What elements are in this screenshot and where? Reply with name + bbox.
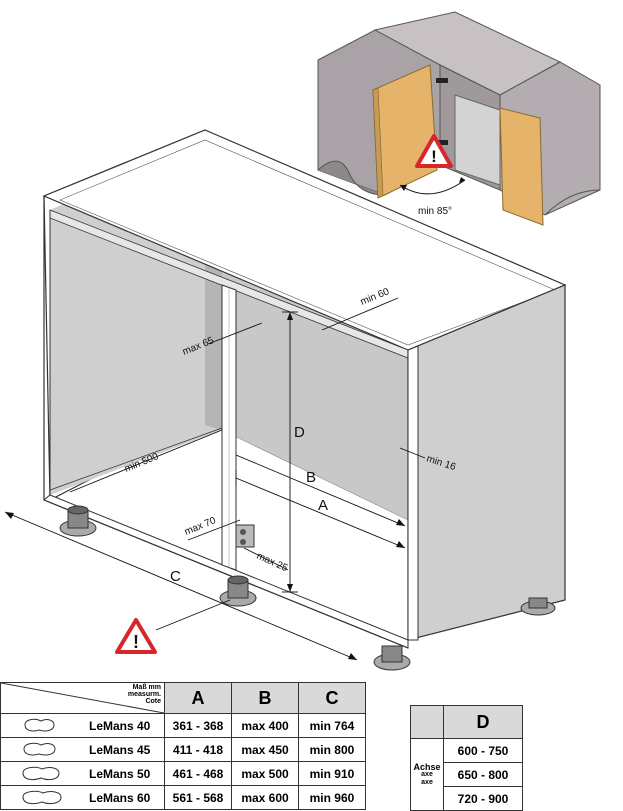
- cell-a: 411 - 418: [164, 737, 232, 762]
- axis-label: Achse: [413, 761, 441, 772]
- cell-b: max 400: [231, 713, 299, 738]
- cell-a: 561 - 568: [164, 785, 232, 810]
- dimension-lines: [4, 297, 426, 661]
- axis-label: axe: [421, 770, 433, 778]
- cell-c: min 764: [298, 713, 366, 738]
- corner-line: Cote: [145, 698, 161, 705]
- table-corner-cell: Maß mm measurm. Cote: [0, 682, 165, 714]
- header-a: A: [164, 682, 232, 714]
- inset-corner-cabinet: min 85° !: [317, 11, 601, 226]
- model-name: LeMans 50: [89, 767, 151, 781]
- right-door: [499, 107, 544, 226]
- cell-d: 650 - 800: [443, 762, 523, 787]
- cell-c: min 800: [298, 737, 366, 762]
- table-row: Achse axe axe 600 - 750: [410, 738, 523, 811]
- dimension-table: Maß mm measurm. Cote A B C LeMans 40 361…: [0, 682, 366, 810]
- corner-line: measurm.: [127, 691, 161, 698]
- cell-a: 361 - 368: [164, 713, 232, 738]
- cell-d: 720 - 900: [443, 786, 523, 811]
- cabinet-diagram: min 85° !: [4, 11, 601, 671]
- label-b: B: [306, 469, 316, 486]
- cell-b: max 600: [231, 785, 299, 810]
- sink-outline-icon: [23, 742, 56, 756]
- header-d: D: [443, 705, 523, 739]
- main-cabinet: [42, 129, 567, 671]
- model-name: LeMans 40: [89, 719, 151, 733]
- header-c: C: [298, 682, 366, 714]
- cell-b: max 450: [231, 737, 299, 762]
- hinge-bracket: [235, 524, 255, 548]
- table-row: LeMans 60 561 - 568 max 600 min 960: [0, 785, 366, 810]
- header-b: B: [231, 682, 299, 714]
- sink-outline-icon: [22, 766, 60, 781]
- table-row: LeMans 45 411 - 418 max 450 min 800: [0, 737, 366, 762]
- warning-triangle-icon: !: [415, 134, 453, 168]
- cell-a: 461 - 468: [164, 761, 232, 786]
- model-name: LeMans 60: [89, 791, 151, 805]
- svg-text:!: !: [431, 147, 437, 166]
- sink-outline-icon: [22, 790, 62, 805]
- table-row: LeMans 40 361 - 368 max 400 min 764: [0, 713, 366, 738]
- axis-label: axe: [421, 778, 433, 786]
- axis-label-cell: Achse axe axe: [410, 738, 444, 811]
- cell-c: min 910: [298, 761, 366, 786]
- warning-triangle-icon: !: [115, 618, 157, 654]
- cabinet-legs: [59, 505, 556, 671]
- corner-line: Maß mm: [132, 684, 161, 691]
- d-table-blank-header: [410, 705, 444, 739]
- cell-c: min 960: [298, 785, 366, 810]
- model-name: LeMans 45: [89, 743, 151, 757]
- table-row: 720 - 900: [411, 786, 523, 811]
- label-d: D: [294, 424, 305, 441]
- cell-b: max 500: [231, 761, 299, 786]
- label-c: C: [170, 568, 181, 585]
- label-a: A: [318, 497, 328, 514]
- svg-text:!: !: [133, 632, 139, 652]
- label-min-85: min 85°: [418, 206, 452, 217]
- sink-outline-icon: [24, 718, 55, 732]
- table-row: LeMans 50 461 - 468 max 500 min 910: [0, 761, 366, 786]
- cell-d: 600 - 750: [443, 738, 523, 763]
- axis-d-table: D Achse axe axe 600 - 750 650 - 800 720 …: [410, 705, 523, 811]
